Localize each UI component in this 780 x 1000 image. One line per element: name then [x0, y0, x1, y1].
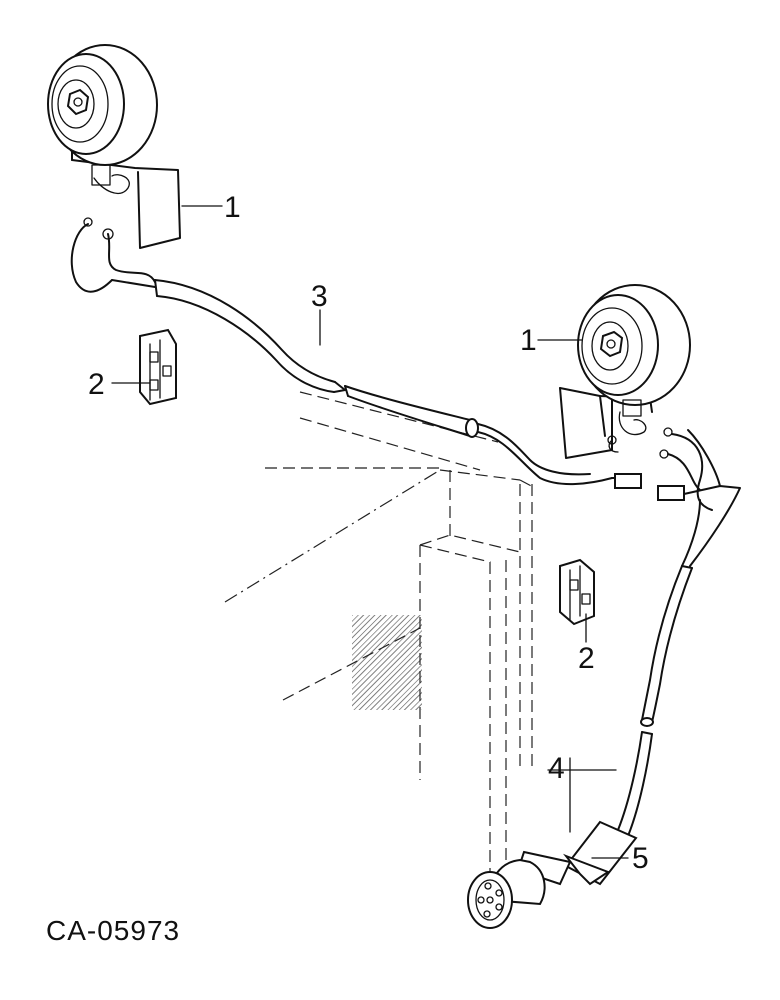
- tractor-outline: [224, 391, 536, 880]
- lamp-left: [47, 44, 181, 293]
- connector: [467, 820, 638, 929]
- lamp-right: [559, 284, 691, 459]
- grille-hatch: [352, 615, 422, 710]
- lamp-nut-icon: [66, 88, 90, 116]
- callout-cable: 4: [548, 752, 565, 785]
- harness-plug: [614, 473, 642, 489]
- callout-clip-left: 2: [88, 368, 105, 401]
- callout-lamp-right: 1: [520, 324, 537, 357]
- callout-connector: 5: [632, 842, 649, 875]
- lamp-nut-icon: [599, 330, 624, 358]
- leader-lines: [111, 205, 629, 859]
- clip-left: [139, 328, 177, 406]
- harness: [154, 279, 642, 489]
- callout-lamp-left: 1: [224, 191, 241, 224]
- callout-harness: 3: [311, 280, 328, 313]
- clip-right: [559, 558, 595, 626]
- callout-clip-right: 2: [578, 642, 595, 675]
- cable: [617, 427, 741, 837]
- figure-code: CA-05973: [46, 915, 180, 946]
- cable-plug: [657, 485, 685, 501]
